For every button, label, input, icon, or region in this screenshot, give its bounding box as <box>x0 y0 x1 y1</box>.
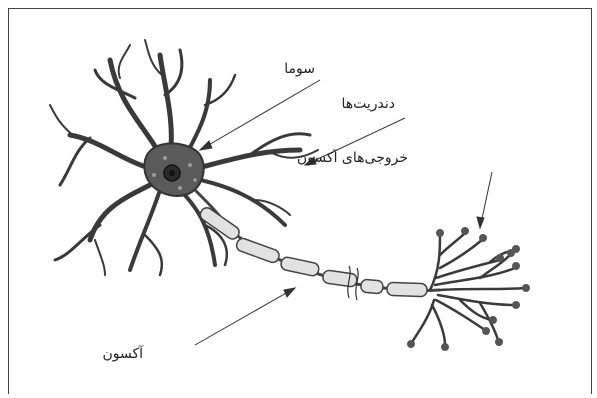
axon-terminals-label: خروجی‌های آکسون <box>297 149 408 166</box>
nucleus <box>164 165 180 181</box>
soma-label: سوما <box>284 61 315 77</box>
axon-label: آکسون <box>102 345 144 362</box>
axon <box>195 190 440 300</box>
myelin-sheath-segments <box>198 205 427 296</box>
dendrites-label: دندریت‌ها <box>341 96 395 112</box>
